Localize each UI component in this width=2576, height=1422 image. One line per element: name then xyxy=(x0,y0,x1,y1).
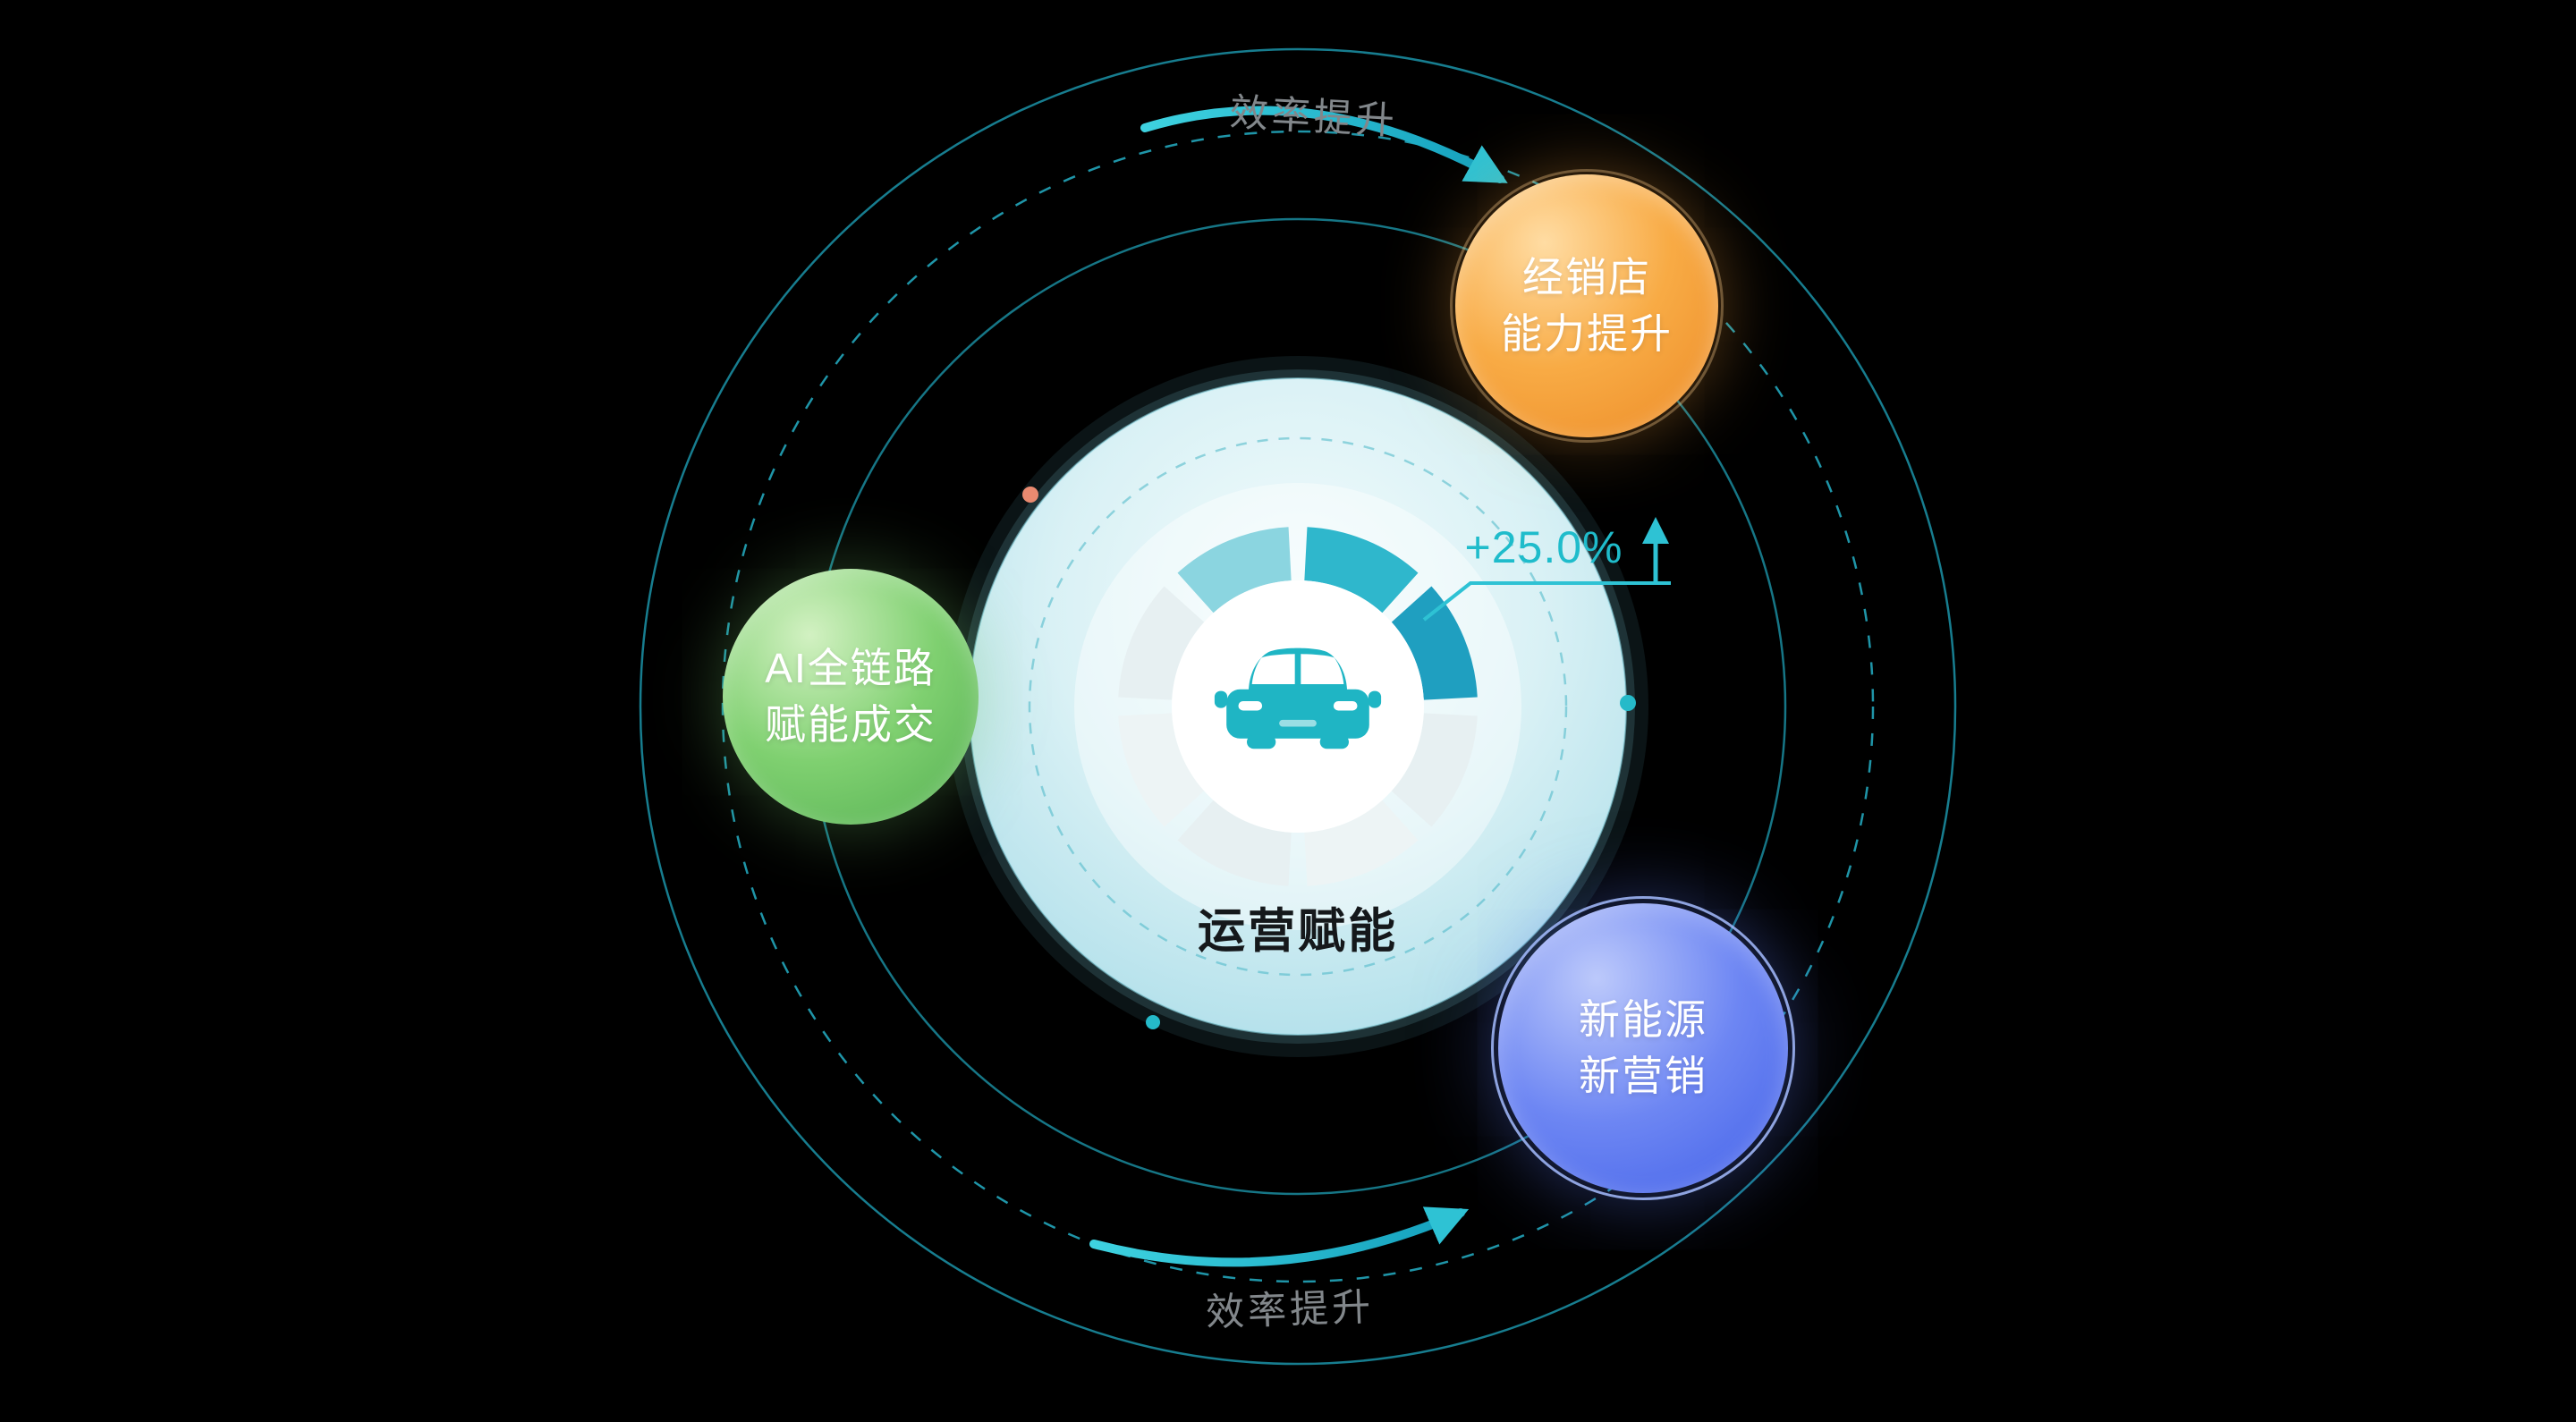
metric-callout xyxy=(1422,517,1671,622)
bubble-ai-full-chain: AI全链路 赋能成交 xyxy=(723,569,979,825)
hub-dashed-ring xyxy=(1028,436,1568,977)
center-title: 运营赋能 xyxy=(1198,905,1398,958)
bubble-ai-line-1: AI全链路 xyxy=(765,644,936,691)
metric-arrow-up-icon xyxy=(1642,517,1669,544)
gauge-ring-icon xyxy=(1118,527,1478,886)
metric-value: +25.0% xyxy=(1464,522,1623,572)
efficiency-arrow-top-icon xyxy=(1140,106,1508,183)
orbit-ring-outer xyxy=(639,47,1957,1366)
bubble-nev-marketing: 新能源 新营销 xyxy=(1491,896,1795,1200)
accent-dot-teal-right-icon xyxy=(1620,695,1636,711)
bubble-nev-line-1: 新能源 xyxy=(1579,995,1707,1043)
car-front-icon xyxy=(1214,648,1382,749)
bubble-dealer-capability: 经销店 能力提升 xyxy=(1450,169,1724,443)
bubble-dealer-line-2: 能力提升 xyxy=(1501,310,1673,357)
center-hub xyxy=(947,356,1648,1057)
accent-dot-warm-icon xyxy=(1022,487,1038,503)
bubble-ai-line-2: 赋能成交 xyxy=(765,701,936,748)
bubble-dealer-line-1: 经销店 xyxy=(1522,253,1651,300)
bubble-nev-line-2: 新营销 xyxy=(1579,1053,1707,1099)
metric-callout-line xyxy=(1422,581,1671,622)
efficiency-arrow-bottom-icon xyxy=(1089,1206,1470,1267)
accent-dot-teal-bottom-icon xyxy=(1146,1015,1160,1029)
